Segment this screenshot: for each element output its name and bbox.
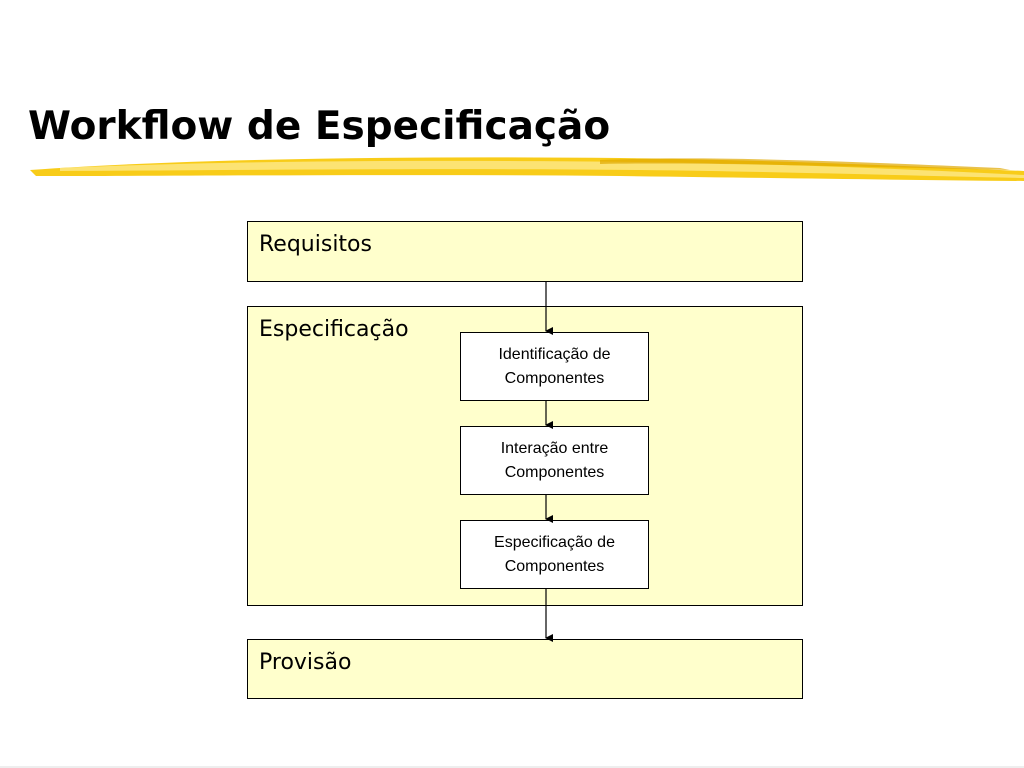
step-identificacao-line2: Componentes (504, 369, 605, 387)
step-identificacao: Identificação de Componentes (460, 332, 649, 401)
step-interacao-line1: Interação entre (500, 439, 609, 457)
stage-requisitos: Requisitos (247, 221, 803, 282)
step-identificacao-line1: Identificação de (498, 345, 611, 363)
step-especificacao-line2: Componentes (504, 557, 605, 575)
stage-provisao: Provisão (247, 639, 803, 699)
stage-especificacao-label: Especificação (259, 317, 409, 342)
step-interacao: Interação entre Componentes (460, 426, 649, 495)
bottom-rule (0, 766, 1024, 768)
stage-provisao-label: Provisão (259, 650, 352, 675)
stage-requisitos-label: Requisitos (259, 232, 372, 257)
slide-title: Workflow de Especificação (28, 104, 611, 149)
title-underline-brush (30, 157, 1024, 181)
step-especificacao-line1: Especificação de (494, 533, 615, 551)
step-especificacao: Especificação de Componentes (460, 520, 649, 589)
step-interacao-line2: Componentes (504, 463, 605, 481)
